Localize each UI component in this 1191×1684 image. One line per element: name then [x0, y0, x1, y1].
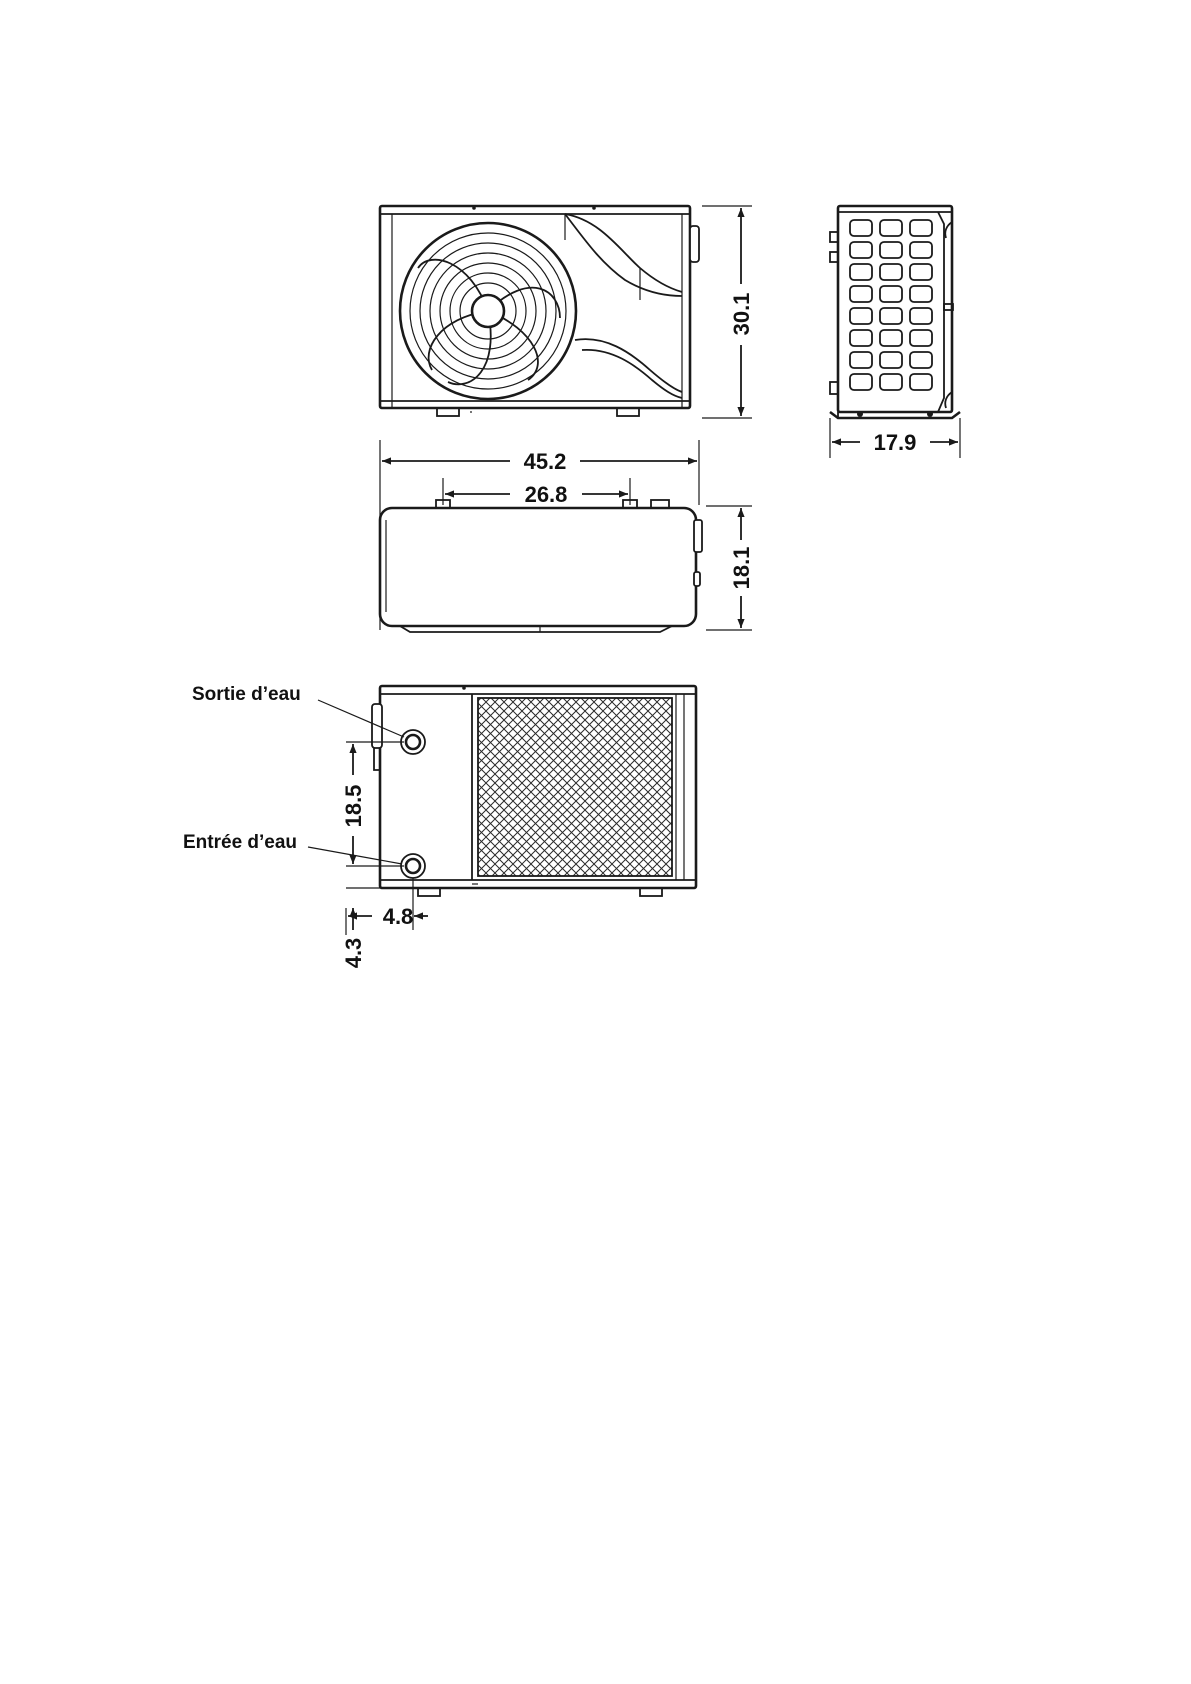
grille-cell	[850, 286, 872, 302]
side-grille	[850, 220, 932, 390]
top-view: 45.2 26.8 18.1	[380, 440, 754, 632]
grille-cell	[910, 286, 932, 302]
grille-cell	[910, 352, 932, 368]
mesh-grille	[478, 698, 672, 876]
water-inlet-connector-icon	[401, 854, 425, 878]
front-view: 30.1	[380, 206, 754, 418]
dimension-height: 30.1	[729, 293, 754, 336]
grille-cell	[910, 330, 932, 346]
grille-cell	[910, 264, 932, 280]
grille-cell	[850, 242, 872, 258]
grille-cell	[910, 374, 932, 390]
dimension-feet-spacing: 26.8	[525, 482, 568, 507]
grille-cell	[880, 286, 902, 302]
grille-cell	[850, 352, 872, 368]
grille-cell	[850, 308, 872, 324]
back-view: Sortie d’eau Entrée d’eau 18.5 4.8 4.3	[183, 684, 696, 968]
dimension-connection-offset: 4.8	[383, 904, 414, 929]
grille-cell	[880, 220, 902, 236]
grille-cell	[880, 330, 902, 346]
dimension-overall-length: 45.2	[524, 449, 567, 474]
dimension-side-width: 17.9	[874, 430, 917, 455]
grille-cell	[880, 308, 902, 324]
grille-cell	[850, 330, 872, 346]
grille-cell	[910, 308, 932, 324]
fan-grille-icon	[400, 223, 576, 399]
grille-cell	[850, 374, 872, 390]
label-water-outlet: Sortie d’eau	[192, 684, 301, 705]
grille-cell	[850, 264, 872, 280]
dimension-base-height: 4.3	[341, 938, 366, 969]
side-view: 17.9	[830, 206, 960, 458]
grille-cell	[910, 242, 932, 258]
dimension-top-depth: 18.1	[729, 547, 754, 590]
dimension-connection-spacing: 18.5	[341, 785, 366, 828]
grille-cell	[850, 220, 872, 236]
grille-cell	[910, 220, 932, 236]
water-outlet-connector-icon	[401, 730, 425, 754]
grille-cell	[880, 242, 902, 258]
grille-cell	[880, 352, 902, 368]
label-water-inlet: Entrée d’eau	[183, 832, 297, 853]
grille-cell	[880, 264, 902, 280]
grille-cell	[880, 374, 902, 390]
